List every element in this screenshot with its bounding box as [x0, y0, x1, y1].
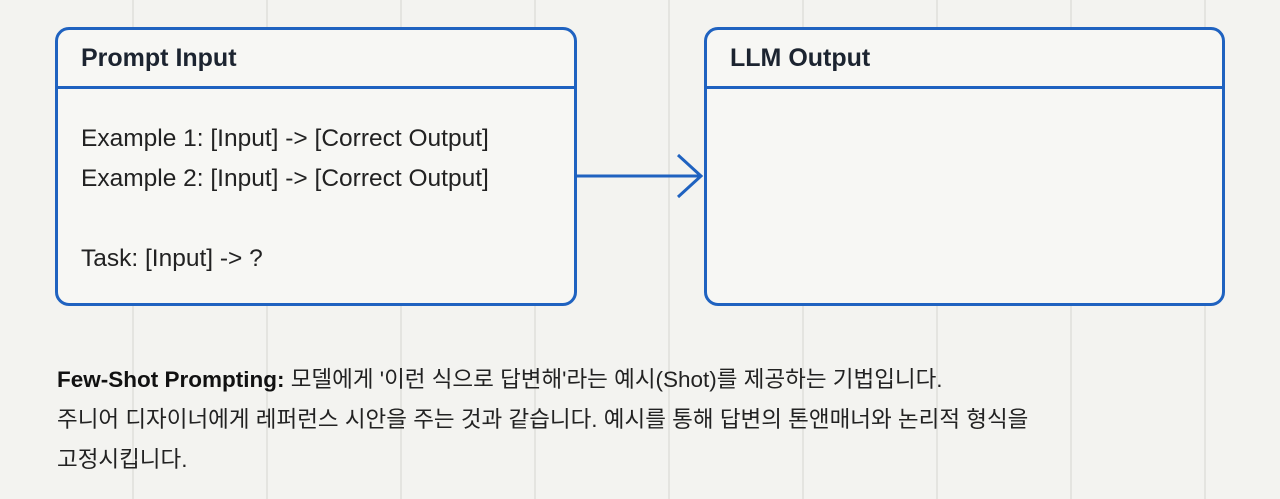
example-1-line: Example 1: [Input] -> [Correct Output]	[81, 125, 489, 152]
prompt-input-title: Prompt Input	[58, 30, 574, 89]
caption-line-3: 고정시킵니다.	[57, 447, 188, 472]
caption-term: Few-Shot Prompting:	[57, 367, 285, 392]
prompt-input-body: Example 1: [Input] -> [Correct Output] E…	[58, 89, 574, 279]
spacer	[81, 199, 574, 239]
llm-output-box: LLM Output	[704, 27, 1225, 306]
caption-line-1-text: 모델에게 '이런 식으로 답변해'라는 예시(Shot)를 제공하는 기법입니다…	[284, 367, 943, 392]
caption: Few-Shot Prompting: 모델에게 '이런 식으로 답변해'라는 …	[57, 360, 1237, 480]
caption-line-2: 주니어 디자이너에게 레퍼런스 시안을 주는 것과 같습니다. 예시를 통해 답…	[57, 407, 1029, 432]
task-line: Task: [Input] -> ?	[81, 245, 263, 272]
prompt-input-box: Prompt Input Example 1: [Input] -> [Corr…	[55, 27, 577, 306]
llm-output-title: LLM Output	[707, 30, 1222, 89]
flow-arrow-icon	[576, 153, 704, 199]
caption-line-1: Few-Shot Prompting: 모델에게 '이런 식으로 답변해'라는 …	[57, 360, 1237, 400]
example-2-line: Example 2: [Input] -> [Correct Output]	[81, 165, 489, 192]
llm-output-body	[707, 89, 1222, 119]
